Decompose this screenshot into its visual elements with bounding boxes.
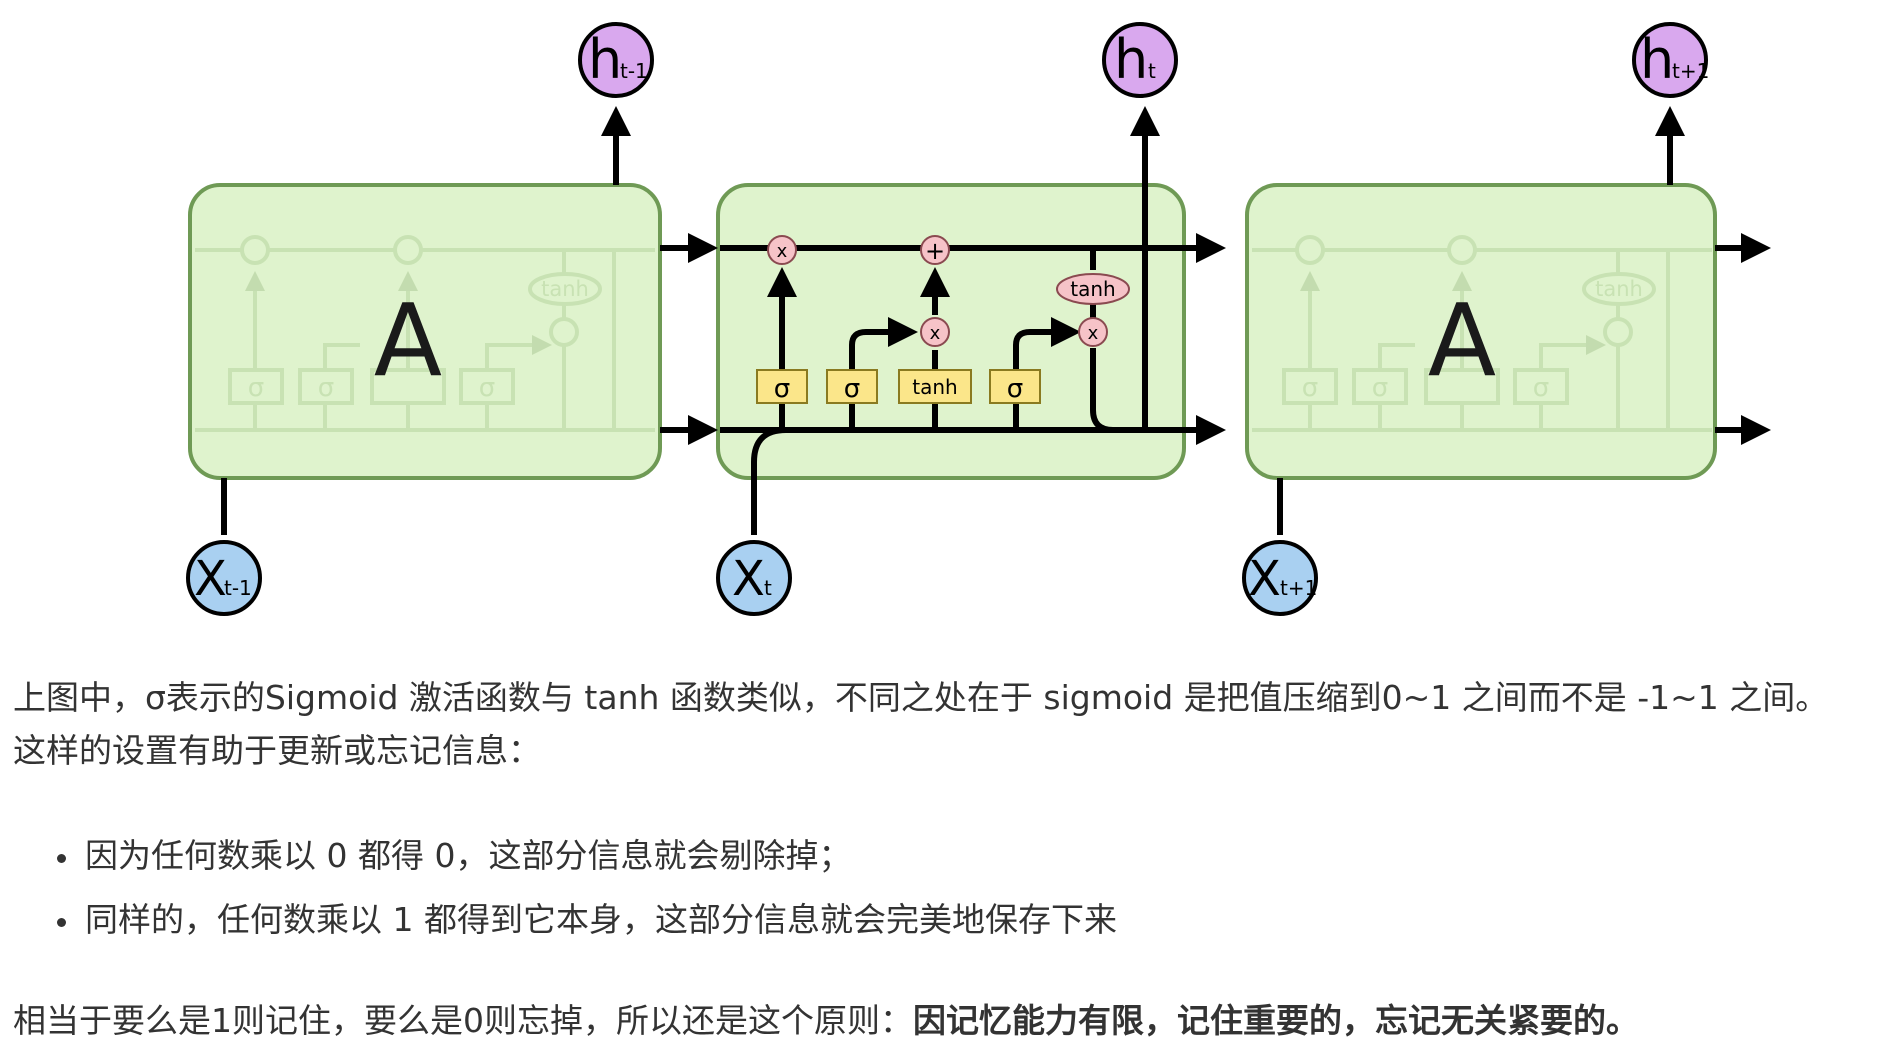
output-multiply-node — [1078, 317, 1108, 347]
output-node-t-plus-1 — [1632, 22, 1708, 98]
add-node — [920, 235, 950, 265]
right-cell: σ σ σ tanh A — [1245, 183, 1717, 480]
lstm-diagram: σ σ σ tanh A σ — [186, 22, 1771, 616]
svg-text:tanh: tanh — [1070, 277, 1115, 301]
svg-text:t+1: t+1 — [1280, 576, 1317, 600]
input-node-t — [716, 540, 792, 616]
output-node-t-minus-1 — [578, 22, 654, 98]
gate-boxes — [756, 369, 1041, 404]
candidate-label: tanh — [912, 375, 957, 399]
right-cell-ghost-internals — [1252, 235, 1712, 432]
description-line-1: 上图中，σ表示的Sigmoid 激活函数与 tanh 函数类似，不同之处在于 s… — [13, 678, 1829, 717]
input-node-t-plus-1 — [1242, 540, 1318, 616]
summary-paragraph: 相当于要么是1则记住，要么是0则忘掉，所以还是这个原则：因记忆能力有限，记住重要… — [13, 995, 1893, 1048]
left-cell-ghost-labels: σ σ σ tanh — [248, 277, 589, 403]
inter-cell-arrows — [221, 106, 1771, 535]
forget-gate-label: σ — [774, 374, 790, 404]
output-gate-sigma — [989, 369, 1041, 404]
svg-text:+: + — [925, 237, 945, 265]
left-cell-label: A — [374, 282, 442, 399]
svg-text:X: X — [194, 551, 227, 607]
svg-text:t: t — [1148, 59, 1156, 83]
svg-text:t: t — [764, 576, 772, 600]
svg-text:h: h — [588, 28, 622, 91]
input-nodes — [186, 540, 1318, 616]
svg-text:X: X — [1248, 551, 1281, 607]
svg-text:t+1: t+1 — [1672, 59, 1709, 83]
bullet-item: 同样的，任何数乘以 1 都得到它本身，这部分信息就会完美地保存下来 — [57, 894, 1893, 947]
svg-text:σ: σ — [1533, 373, 1549, 403]
svg-text:σ: σ — [1372, 373, 1388, 403]
input-gate-label: σ — [844, 374, 860, 404]
input-node-t-minus-1 — [186, 540, 262, 616]
svg-text:x: x — [777, 241, 788, 262]
svg-text:h: h — [1114, 28, 1148, 91]
right-cell-ghost-labels: σ σ σ tanh — [1302, 277, 1643, 403]
cell-tanh-node — [1056, 273, 1130, 305]
candidate-tanh — [898, 369, 972, 404]
description-line-2: 这样的设置有助于更新或忘记信息： — [13, 730, 541, 770]
bullet-list: 因为任何数乘以 0 都得 0，这部分信息就会剔除掉； 同样的，任何数乘以 1 都… — [13, 830, 1893, 948]
svg-text:h: h — [1640, 28, 1674, 91]
svg-text:X: X — [732, 551, 765, 607]
pointwise-ops — [767, 235, 1130, 347]
svg-text:x: x — [930, 323, 941, 344]
middle-cell: σ σ tanh σ x + x x tanh — [716, 106, 1226, 535]
left-cell: σ σ σ tanh A — [188, 183, 662, 480]
input-multiply-node — [920, 317, 950, 347]
forget-gate-sigma — [756, 369, 808, 404]
svg-text:tanh: tanh — [541, 277, 589, 301]
svg-text:t-1: t-1 — [620, 59, 648, 83]
left-cell-ghost-internals — [195, 235, 655, 432]
right-cell-label: A — [1428, 282, 1496, 399]
output-nodes — [578, 22, 1708, 98]
article-content: 上图中，σ表示的Sigmoid 激活函数与 tanh 函数类似，不同之处在于 s… — [13, 672, 1893, 1048]
svg-text:σ: σ — [1302, 373, 1318, 403]
svg-text:σ: σ — [479, 373, 495, 403]
svg-text:σ: σ — [248, 373, 264, 403]
middle-cell-box — [716, 183, 1186, 480]
forget-multiply-node — [767, 235, 797, 265]
svg-text:σ: σ — [318, 373, 334, 403]
output-node-t — [1102, 22, 1178, 98]
summary-text: 相当于要么是1则记住，要么是0则忘掉，所以还是这个原则： — [13, 1001, 913, 1041]
middle-cell-wires — [720, 106, 1226, 535]
input-gate-sigma — [826, 369, 878, 404]
svg-text:t-1: t-1 — [224, 576, 252, 600]
svg-text:tanh: tanh — [1595, 277, 1643, 301]
summary-emphasis: 因记忆能力有限，记住重要的，忘记无关紧要的。 — [913, 1001, 1639, 1041]
output-gate-label: σ — [1007, 374, 1023, 404]
bullet-item: 因为任何数乘以 0 都得 0，这部分信息就会剔除掉； — [57, 830, 1893, 883]
svg-text:x: x — [1088, 323, 1099, 344]
